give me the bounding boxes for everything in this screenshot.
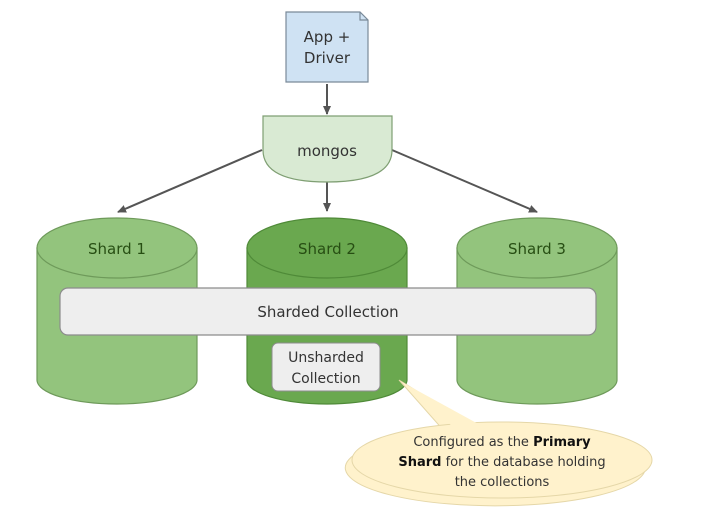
unsharded-collection-label-line2: Collection — [291, 371, 360, 387]
arrow-mongos-to-shard3 — [391, 149, 538, 213]
unsharded-collection-label-line1: Unsharded — [288, 350, 364, 366]
mongos-node: mongos — [262, 115, 393, 183]
sharded-collection-label: Sharded Collection — [257, 303, 398, 321]
app-driver-label-line2: Driver — [304, 49, 351, 67]
callout-line3: the collections — [455, 475, 550, 490]
unsharded-collection: Unsharded Collection — [271, 342, 381, 392]
shard-3-label: Shard 3 — [508, 240, 566, 258]
shard-1-label: Shard 1 — [88, 240, 146, 258]
arrow-mongos-to-shard1 — [117, 149, 263, 213]
callout-line1: Configured as the Primary — [413, 435, 591, 450]
callout-line2: Shard for the database holding — [398, 455, 605, 470]
app-driver-label-line1: App + — [304, 28, 351, 46]
mongos-label: mongos — [297, 142, 357, 160]
sharded-collection: Sharded Collection — [59, 287, 597, 336]
primary-shard-callout: Configured as the Primary Shard for the … — [344, 379, 653, 507]
shard-2-label: Shard 2 — [298, 240, 356, 258]
app-driver-node: App + Driver — [285, 11, 369, 83]
